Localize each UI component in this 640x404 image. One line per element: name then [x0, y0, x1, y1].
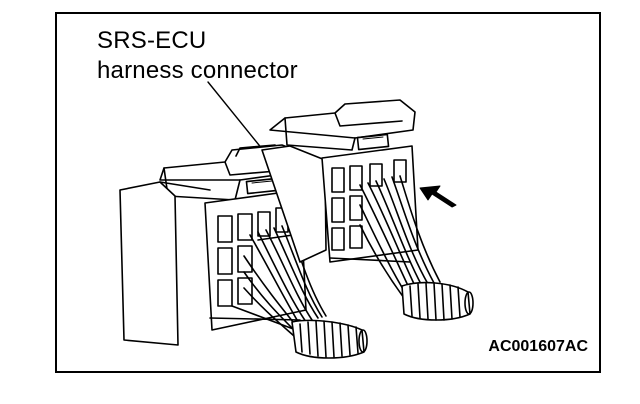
callout-line-1: SRS-ECU	[97, 27, 207, 54]
arrow-icon	[419, 185, 457, 208]
leader-line	[207, 81, 264, 151]
callout-label: SRS-ECU harness connector	[97, 26, 298, 86]
figure-code: AC001607AC	[488, 338, 588, 355]
right-connector	[261, 99, 474, 321]
callout-line-2: harness connector	[97, 57, 298, 84]
